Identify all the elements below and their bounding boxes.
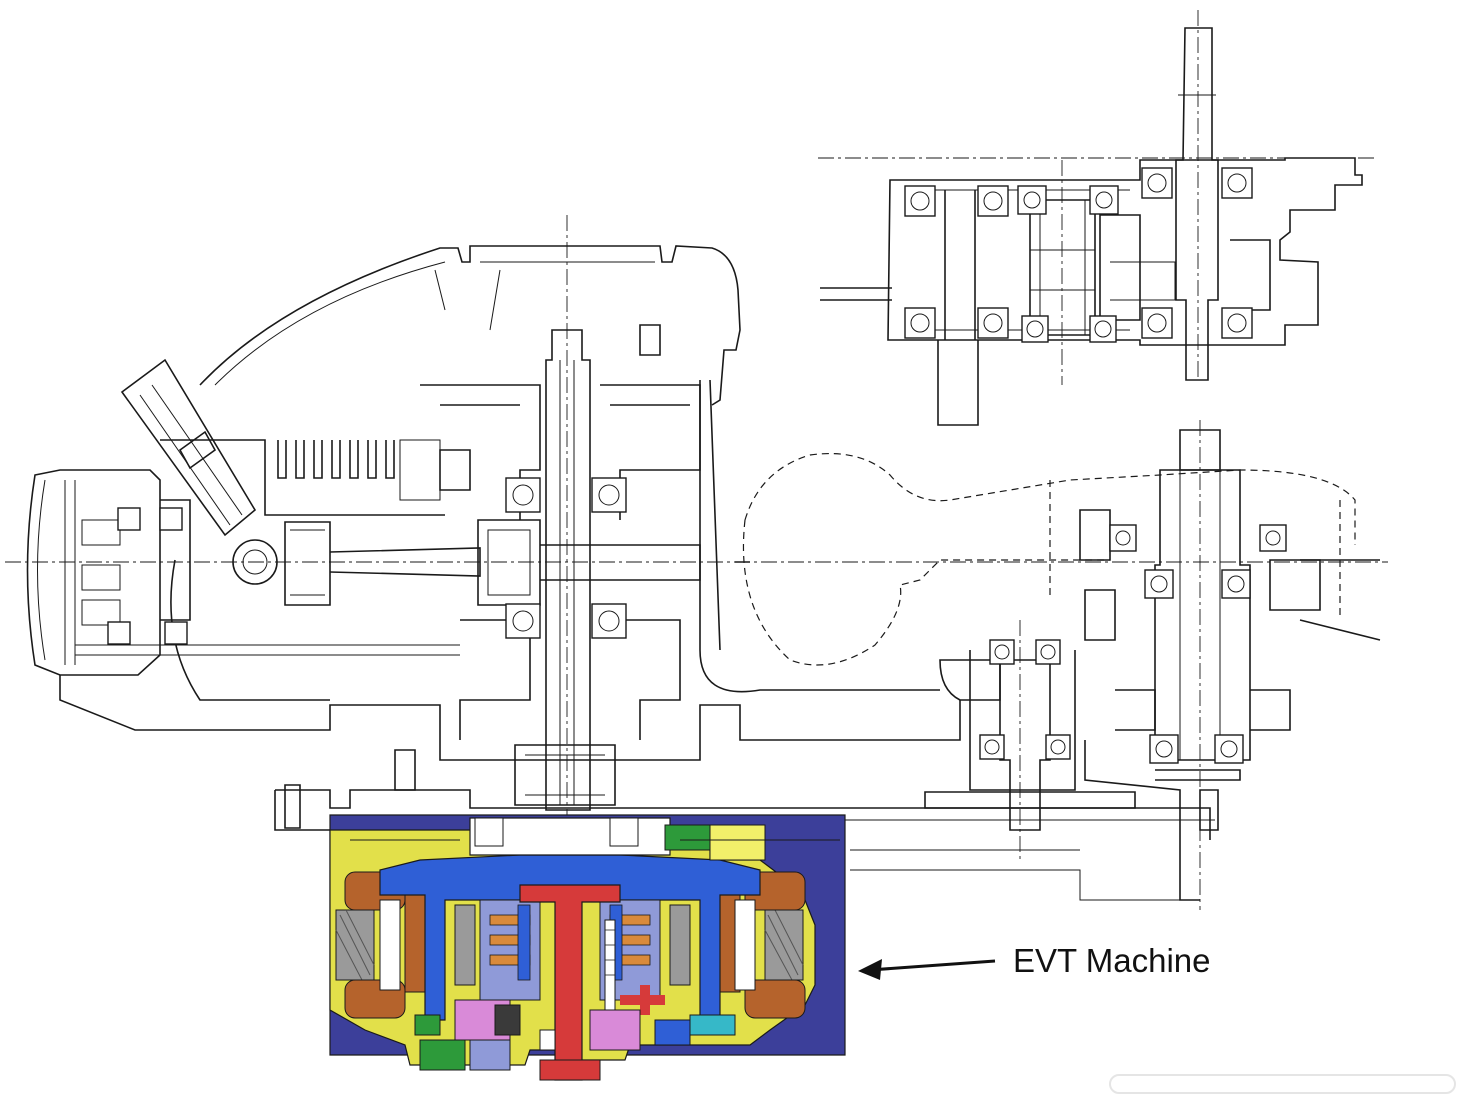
cooling-fins bbox=[277, 440, 395, 479]
main-vertical-shaft bbox=[514, 329, 616, 811]
callout-arrow-shaft bbox=[869, 959, 996, 972]
upper-gearbox-bearings bbox=[904, 167, 1253, 343]
upper-gearbox-section bbox=[818, 10, 1378, 426]
right-gearbox-bearings bbox=[979, 524, 1287, 764]
stator-core bbox=[335, 909, 804, 981]
evt-machine-assembly bbox=[329, 814, 846, 1081]
main-bearings bbox=[107, 477, 627, 645]
right-gearbox-section bbox=[939, 420, 1381, 910]
piston-and-connecting-rod bbox=[232, 521, 481, 606]
callout-arrowhead bbox=[858, 959, 882, 980]
spark-plug bbox=[120, 358, 257, 537]
watermark bbox=[1109, 1074, 1456, 1094]
evt-machine-callout: EVT Machine bbox=[858, 942, 1210, 980]
main-engine-section bbox=[5, 215, 1388, 860]
gear-train bbox=[414, 919, 736, 1071]
inner-rotor bbox=[454, 899, 691, 1001]
evt-machine-label: EVT Machine bbox=[1013, 942, 1210, 979]
